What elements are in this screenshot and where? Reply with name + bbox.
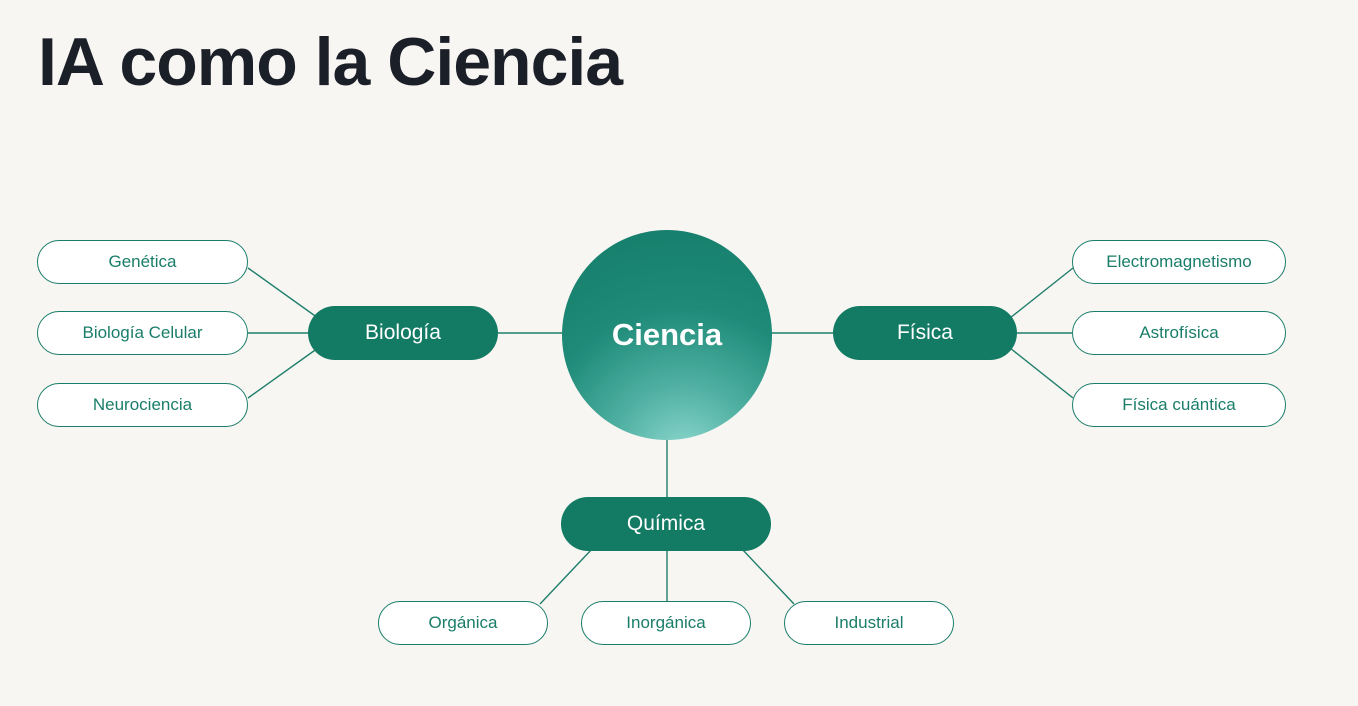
- center-node-ciencia: Ciencia: [562, 230, 772, 440]
- connector-biologia-neurociencia: [247, 347, 319, 399]
- connector-fisica-cuantica: [1009, 347, 1074, 399]
- leaf-node-fisica-cuantica: Física cuántica: [1072, 383, 1286, 427]
- slide-title: IA como la Ciencia: [38, 24, 623, 100]
- branch-node-biologia: Biología: [308, 306, 498, 360]
- connector-quimica-organica: [539, 548, 593, 605]
- leaf-node-inorganica: Inorgánica: [581, 601, 751, 645]
- leaf-node-neurociencia: Neurociencia: [37, 383, 248, 427]
- branch-node-fisica: Física: [833, 306, 1017, 360]
- connector-biologia-genetica: [247, 267, 319, 319]
- leaf-node-organica: Orgánica: [378, 601, 548, 645]
- leaf-node-genetica: Genética: [37, 240, 248, 284]
- leaf-node-electromagnetismo: Electromagnetismo: [1072, 240, 1286, 284]
- leaf-node-industrial: Industrial: [784, 601, 954, 645]
- branch-node-quimica: Química: [561, 497, 771, 551]
- leaf-node-astrofisica: Astrofísica: [1072, 311, 1286, 355]
- connector-quimica-industrial: [741, 548, 795, 605]
- connector-fisica-electromagnetismo: [1009, 267, 1074, 319]
- leaf-node-biologia-celular: Biología Celular: [37, 311, 248, 355]
